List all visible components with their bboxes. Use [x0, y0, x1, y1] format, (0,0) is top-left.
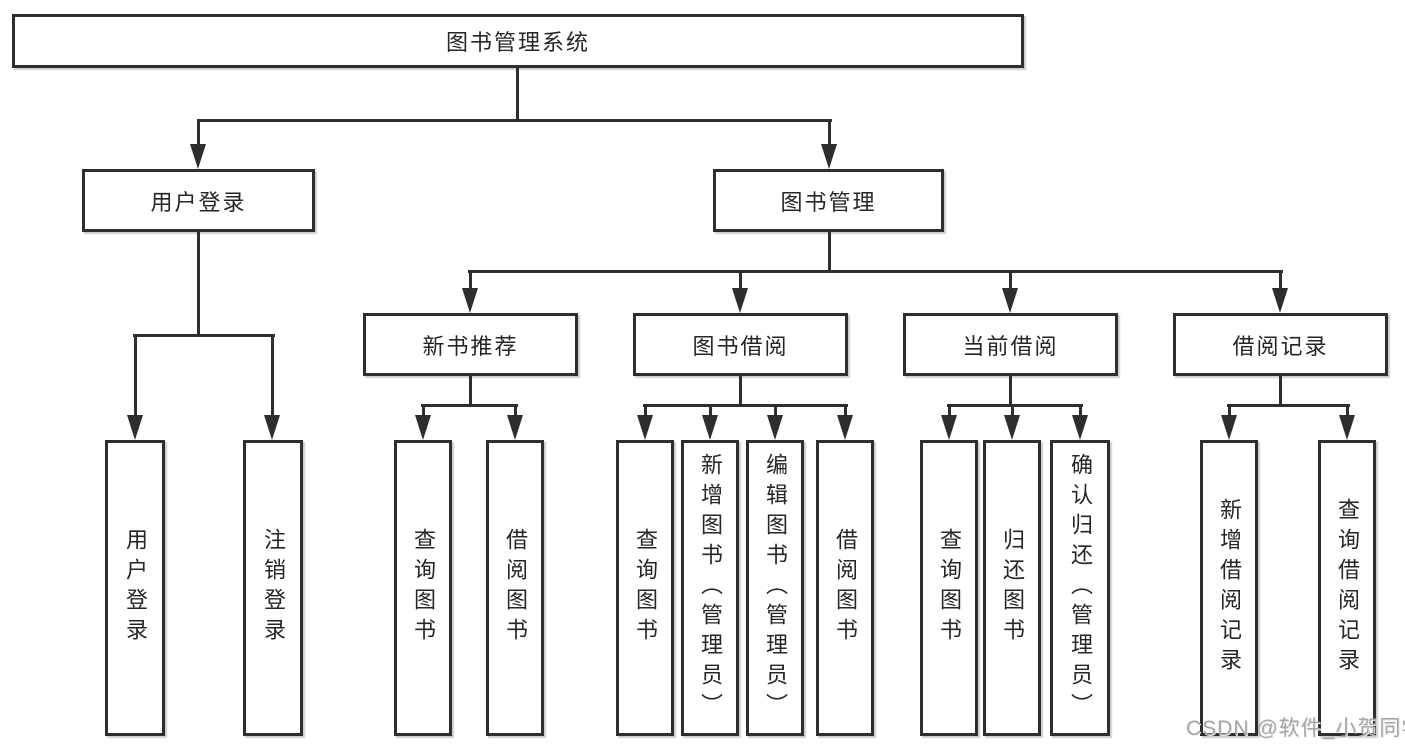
- node-borrow-records: 借阅记录: [1173, 313, 1388, 376]
- node-user-login: 用户登录: [82, 169, 315, 232]
- connector-segment: [644, 404, 647, 419]
- node-current-borrow: 当前借阅: [903, 313, 1118, 376]
- connector-segment: [1228, 404, 1231, 419]
- node-user-login-label: 用户登录: [150, 189, 247, 215]
- arrowhead-down-icon: [507, 415, 523, 440]
- leaf-return-book-label: 归还图书: [1000, 528, 1025, 648]
- watermark: CSDN @软件_小贺同学: [1186, 717, 1405, 740]
- connector-segment: [514, 404, 517, 419]
- node-new-book-recommend: 新书推荐: [363, 313, 578, 376]
- arrowhead-down-icon: [1072, 415, 1088, 440]
- connector-segment: [1009, 270, 1012, 292]
- arrowhead-down-icon: [702, 415, 718, 440]
- leaf-add-book-admin: 新增图书（管理员）: [681, 440, 739, 736]
- leaf-query-books-3: 查询图书: [920, 440, 978, 736]
- leaf-borrow-books-2-label: 借阅图书: [833, 528, 858, 648]
- leaf-query-books-2: 查询图书: [616, 440, 674, 736]
- connector-segment: [134, 334, 137, 418]
- connector-segment: [468, 270, 1283, 273]
- leaf-user-login: 用户登录: [105, 440, 165, 736]
- arrowhead-down-icon: [732, 288, 748, 313]
- connector-segment: [469, 270, 472, 292]
- connector-segment: [1279, 270, 1282, 292]
- leaf-confirm-return-admin: 确认归还（管理员）: [1050, 440, 1110, 736]
- connector-segment: [709, 404, 712, 419]
- node-root-label: 图书管理系统: [445, 30, 590, 55]
- connector-segment: [1346, 404, 1349, 419]
- leaf-logout: 注销登录: [243, 440, 303, 736]
- arrowhead-down-icon: [1339, 415, 1355, 440]
- node-root: 图书管理系统: [12, 14, 1024, 68]
- arrowhead-down-icon: [1004, 415, 1020, 440]
- connector-segment: [739, 270, 742, 292]
- connector-segment: [422, 404, 425, 419]
- arrowhead-down-icon: [190, 144, 206, 169]
- leaf-query-borrow-record: 查询借阅记录: [1318, 440, 1376, 736]
- arrowhead-down-icon: [1221, 415, 1237, 440]
- arrowhead-down-icon: [767, 415, 783, 440]
- node-new-book-recommend-label: 新书推荐: [422, 333, 519, 359]
- connector-segment: [516, 68, 519, 122]
- connector-segment: [1011, 404, 1014, 419]
- connector-segment: [133, 334, 275, 337]
- arrowhead-down-icon: [264, 415, 280, 440]
- leaf-query-books-1-label: 查询图书: [411, 528, 436, 648]
- leaf-borrow-books-2: 借阅图书: [816, 440, 874, 736]
- connector-segment: [774, 404, 777, 419]
- leaf-add-borrow-record-label: 新增借阅记录: [1217, 498, 1242, 678]
- connector-segment: [947, 404, 1083, 407]
- connector-segment: [643, 404, 848, 407]
- node-borrow-records-label: 借阅记录: [1232, 333, 1329, 359]
- connector-segment: [828, 119, 831, 147]
- arrowhead-down-icon: [415, 415, 431, 440]
- connector-segment: [197, 119, 200, 147]
- node-book-management-label: 图书管理: [780, 189, 877, 215]
- connector-segment: [1009, 376, 1012, 407]
- leaf-query-borrow-record-label: 查询借阅记录: [1335, 498, 1360, 678]
- leaf-add-book-admin-label: 新增图书（管理员）: [698, 453, 723, 723]
- leaf-return-book: 归还图书: [983, 440, 1041, 736]
- leaf-confirm-return-admin-label: 确认归还（管理员）: [1068, 453, 1093, 723]
- connector-segment: [1227, 404, 1350, 407]
- connector-segment: [1079, 404, 1082, 419]
- leaf-borrow-books-1: 借阅图书: [486, 440, 544, 736]
- leaf-edit-book-admin-label: 编辑图书（管理员）: [763, 453, 788, 723]
- connector-segment: [469, 376, 472, 407]
- arrowhead-down-icon: [127, 415, 143, 440]
- node-book-management: 图书管理: [713, 169, 944, 232]
- connector-segment: [828, 232, 831, 273]
- arrowhead-down-icon: [837, 415, 853, 440]
- connector-segment: [844, 404, 847, 419]
- connector-segment: [1279, 376, 1282, 407]
- node-current-borrow-label: 当前借阅: [962, 333, 1059, 359]
- connector-segment: [948, 404, 951, 419]
- arrowhead-down-icon: [1002, 288, 1018, 313]
- leaf-user-login-label: 用户登录: [123, 528, 148, 648]
- arrowhead-down-icon: [637, 415, 653, 440]
- leaf-edit-book-admin: 编辑图书（管理员）: [746, 440, 804, 736]
- leaf-query-books-1: 查询图书: [394, 440, 452, 736]
- leaf-add-borrow-record: 新增借阅记录: [1200, 440, 1258, 736]
- leaf-logout-label: 注销登录: [261, 528, 286, 648]
- arrowhead-down-icon: [821, 144, 837, 169]
- connector-segment: [197, 232, 200, 337]
- connector-segment: [197, 119, 832, 122]
- leaf-query-books-3-label: 查询图书: [937, 528, 962, 648]
- arrowhead-down-icon: [941, 415, 957, 440]
- leaf-query-books-2-label: 查询图书: [633, 528, 658, 648]
- leaf-borrow-books-1-label: 借阅图书: [503, 528, 528, 648]
- connector-segment: [739, 376, 742, 407]
- connector-segment: [271, 334, 274, 418]
- arrowhead-down-icon: [1272, 288, 1288, 313]
- node-book-borrow-label: 图书借阅: [692, 333, 789, 359]
- node-book-borrow: 图书借阅: [633, 313, 848, 376]
- arrowhead-down-icon: [462, 288, 478, 313]
